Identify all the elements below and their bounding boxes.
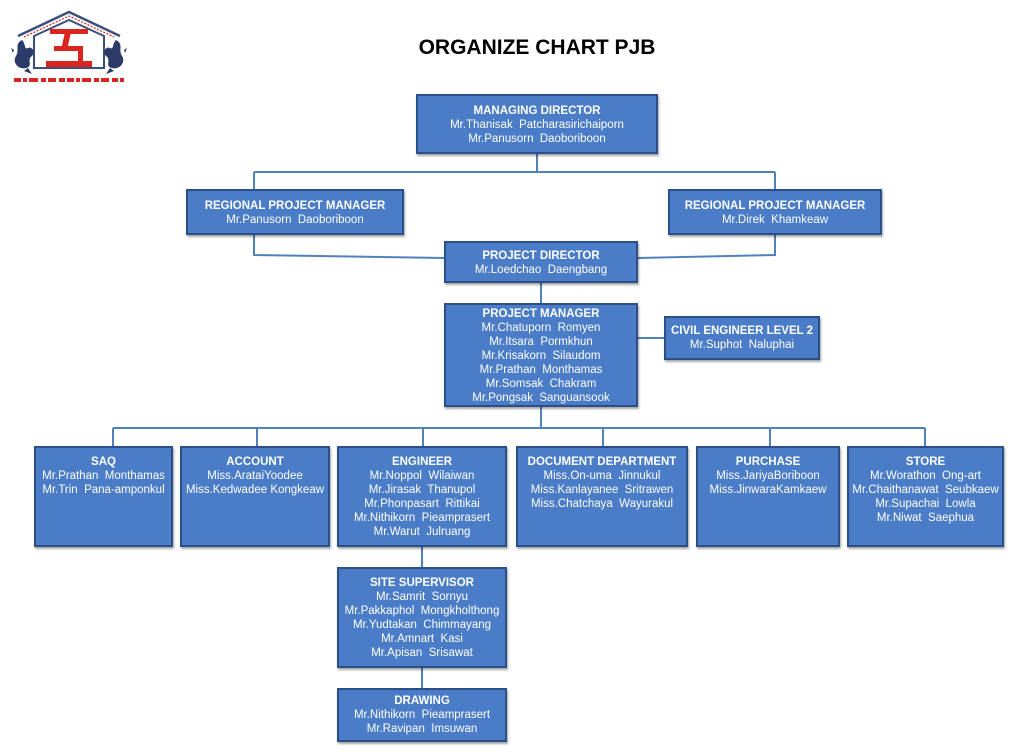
member-name: Mr.Panusorn Daoboriboon [468, 133, 606, 145]
member-name: Mr.Niwat Saephua [876, 512, 975, 524]
member-name: Mr.Loedchao Daengbang [474, 264, 608, 276]
member-name: Miss.On-uma Jinnukul [543, 470, 661, 482]
engineer-box: ENGINEER Mr.Noppol Wilaiwan Mr.Jirasak T… [337, 446, 507, 547]
member-name: Mr.Yudtakan Chimmayang [352, 619, 492, 631]
box-title: PROJECT MANAGER [482, 308, 600, 320]
box-title: PROJECT DIRECTOR [482, 250, 600, 262]
member-name: Mr.Jirasak Thanupol [368, 484, 476, 496]
member-name: Mr.Nithikorn Pieamprasert [353, 709, 491, 721]
member-name: Mr.Chaithanawat Seubkaew [852, 484, 999, 496]
member-name: Mr.Direk Khamkeaw [721, 214, 829, 226]
box-title: DRAWING [394, 695, 450, 707]
member-name: Miss.JariyaBoriboon [716, 470, 820, 482]
box-title: SAQ [91, 456, 116, 468]
member-name: Mr.Trin Pana-amponkul [42, 484, 165, 496]
member-name: Mr.Phonpasart Rittikai [364, 498, 480, 510]
drawing-box: DRAWING Mr.Nithikorn Pieamprasert Mr.Rav… [337, 688, 507, 742]
box-title: MANAGING DIRECTOR [473, 105, 601, 117]
box-title: REGIONAL PROJECT MANAGER [204, 200, 386, 212]
box-title: ENGINEER [391, 456, 453, 468]
member-name: Mr.Amnart Kasi [381, 633, 463, 645]
member-name: Mr.Pakkaphol Mongkholthong [344, 605, 500, 617]
member-name: Mr.Krisakorn Silaudom [481, 350, 601, 362]
box-title: SITE SUPERVISOR [370, 577, 474, 589]
box-title: ACCOUNT [226, 456, 284, 468]
member-name: Miss.Kanlayanee Sritrawen [530, 484, 674, 496]
civil-engineer-box: CIVIL ENGINEER LEVEL 2 Mr.Suphot Nalupha… [664, 316, 820, 360]
member-name: Miss.ArataiYoodee [207, 470, 303, 482]
box-title: CIVIL ENGINEER LEVEL 2 [670, 325, 814, 337]
member-name: Miss.Kedwadee Kongkeaw [185, 484, 325, 496]
member-name: Mr.Nithikorn Pieamprasert [353, 512, 491, 524]
member-name: Mr.Somsak Chakram [485, 378, 597, 390]
box-title: DOCUMENT DEPARTMENT [527, 456, 677, 468]
saq-box: SAQ Mr.Prathan Monthamas Mr.Trin Pana-am… [34, 446, 173, 547]
member-name: Mr.Noppol Wilaiwan [369, 470, 475, 482]
dragon-left-icon [11, 40, 34, 74]
member-name: Mr.Samrit Sornyu [375, 591, 469, 603]
connector-line [253, 235, 445, 259]
member-name: Mr.Prathan Monthamas [479, 364, 603, 376]
connector-line [637, 235, 776, 259]
member-name: Mr.Pongsak Sanguansook [472, 392, 610, 404]
member-name: Mr.Itsara Pormkhun [489, 336, 593, 348]
site-supervisor-box: SITE SUPERVISOR Mr.Samrit Sornyu Mr.Pakk… [337, 567, 507, 668]
page-title: ORGANIZE CHART PJB [418, 36, 656, 59]
project-manager-box: PROJECT MANAGER Mr.Chatuporn Romyen Mr.I… [444, 303, 638, 407]
purchase-box: PURCHASE Miss.JariyaBoriboon Miss.Jinwar… [696, 446, 840, 547]
member-name: Mr.Chatuporn Romyen [481, 322, 601, 334]
member-name: Miss.Chatchaya Wayurakul [530, 498, 674, 510]
regional-project-manager-left-box: REGIONAL PROJECT MANAGER Mr.Panusorn Dao… [186, 189, 404, 235]
member-name: Mr.Thanisak Patcharasirichaiporn [450, 119, 624, 131]
member-name: Mr.Prathan Monthamas [42, 470, 165, 482]
member-name: Mr.Panusorn Daoboriboon [226, 214, 364, 226]
box-title: STORE [905, 456, 946, 468]
project-director-box: PROJECT DIRECTOR Mr.Loedchao Daengbang [444, 241, 638, 283]
managing-director-box: MANAGING DIRECTOR Mr.Thanisak Patcharasi… [416, 94, 658, 154]
member-name: Mr.Ravipan Imsuwan [366, 723, 478, 735]
member-name: Mr.Suphot Naluphai [689, 339, 795, 351]
dragon-right-icon [104, 40, 127, 74]
member-name: Mr.Supachai Lowla [875, 498, 976, 510]
member-name: Mr.Warut Julruang [373, 526, 471, 538]
store-box: STORE Mr.Worathon Ong-art Mr.Chaithanawa… [847, 446, 1004, 547]
document-department-box: DOCUMENT DEPARTMENT Miss.On-uma Jinnukul… [516, 446, 688, 547]
member-name: Mr.Apisan Srisawat [371, 647, 473, 659]
member-name: Miss.JinwaraKamkaew [709, 484, 827, 496]
box-title: REGIONAL PROJECT MANAGER [684, 200, 866, 212]
account-box: ACCOUNT Miss.ArataiYoodee Miss.Kedwadee … [180, 446, 330, 547]
company-logo-icon [11, 10, 127, 82]
regional-project-manager-right-box: REGIONAL PROJECT MANAGER Mr.Direk Khamke… [668, 189, 882, 235]
five-character-icon [46, 29, 92, 67]
box-title: PURCHASE [735, 456, 801, 468]
member-name: Mr.Worathon Ong-art [870, 470, 981, 482]
